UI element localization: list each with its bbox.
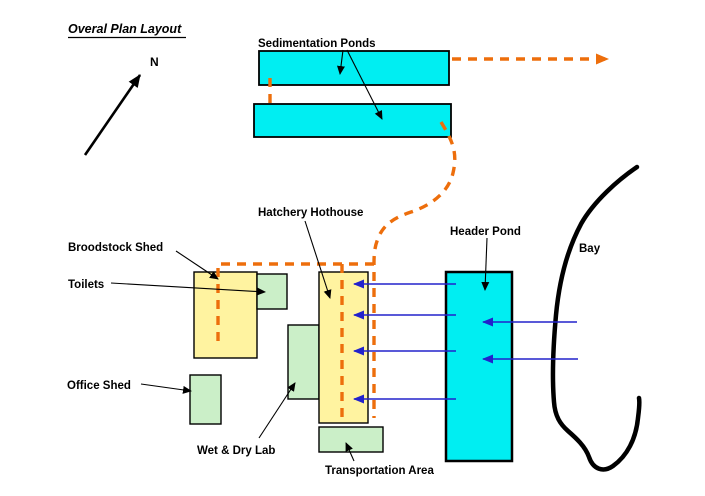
leader-hatchery-hothouse: [304, 220, 332, 299]
label-transportation-area: Transportation Area: [325, 465, 434, 477]
sedimentation-pond-top: [258, 50, 450, 86]
flow-curve-to-site: [372, 121, 457, 418]
leader-toilets: [110, 282, 266, 296]
structures: [189, 50, 514, 463]
label-header-pond: Header Pond: [450, 226, 521, 238]
header-pond-rect: [444, 270, 514, 463]
leader-transportation-area: [345, 442, 355, 462]
broodstock-shed-rect: [193, 271, 258, 359]
compass-north-label: N: [150, 55, 159, 69]
north-arrow-icon: [83, 74, 142, 156]
sedimentation-pond-bottom: [253, 103, 452, 138]
label-arrows: [110, 49, 490, 462]
label-wet-dry-lab: Wet & Dry Lab: [197, 445, 275, 457]
leader-sed-pond-top: [337, 49, 345, 75]
wet-dry-lab-rect: [287, 324, 320, 400]
leader-wet-dry-lab: [258, 382, 296, 439]
label-toilets: Toilets: [68, 279, 104, 291]
leader-office-shed: [140, 383, 192, 394]
flow-branch-broodstock: [216, 262, 374, 348]
leader-header-pond: [481, 237, 490, 291]
label-sedimentation-ponds: Sedimentation Ponds: [258, 38, 376, 50]
leader-broodstock-shed: [175, 250, 219, 280]
label-broodstock-shed: Broodstock Shed: [68, 242, 163, 254]
office-shed-rect: [189, 374, 222, 425]
text-labels: Overal Plan Layout N Sedimentation Ponds…: [67, 22, 601, 477]
label-office-shed: Office Shed: [67, 380, 131, 392]
transportation-area-rect: [318, 426, 384, 453]
leader-sed-pond-bottom: [346, 49, 383, 120]
flow-dashed-lines: [216, 53, 609, 419]
label-hatchery-hothouse: Hatchery Hothouse: [258, 207, 363, 219]
page-title: Overal Plan Layout: [68, 22, 182, 36]
water-arrows: [353, 279, 578, 404]
label-bay: Bay: [579, 243, 601, 255]
bay-shoreline: [550, 164, 642, 472]
